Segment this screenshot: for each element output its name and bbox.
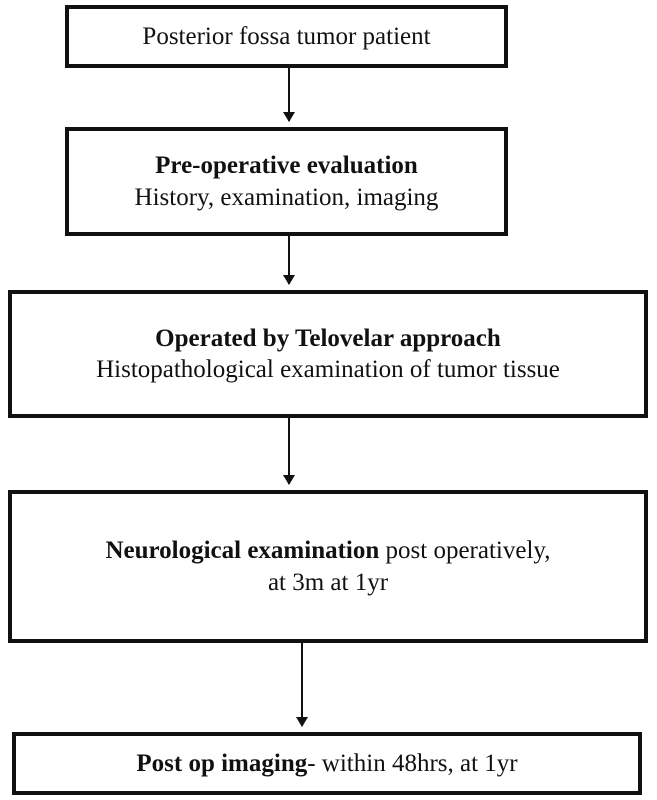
step-box-neurological: Neurological examination post operativel… [8,490,648,643]
step-box-postop-imaging: Post op imaging- within 48hrs, at 1yr [12,732,642,795]
step-2-title: Pre-operative evaluation [155,152,418,180]
step-4-line2: at 3m at 1yr [267,568,389,596]
step-3-detail: Histopathological examination of tumor t… [96,356,560,383]
step-5-line: Post op imaging- within 48hrs, at 1yr [136,748,517,779]
step-4-title: Neurological examination [105,537,380,565]
step-5-title: Post op imaging [136,749,308,777]
step-box-operation: Operated by Telovelar approach Histopath… [8,290,648,418]
step-4-line1: Neurological examination post operativel… [105,535,550,566]
step-box-patient: Posterior fossa tumor patient [65,5,508,68]
step-1-text: Posterior fossa tumor patient [142,22,431,50]
step-5-detail: - within 48hrs, at 1yr [307,749,518,777]
step-4-detail: post operatively, [379,537,551,565]
step-3-title: Operated by Telovelar approach [155,324,501,352]
step-2-detail: History, examination, imaging [134,183,439,211]
step-box-preoperative: Pre-operative evaluation History, examin… [65,127,508,236]
